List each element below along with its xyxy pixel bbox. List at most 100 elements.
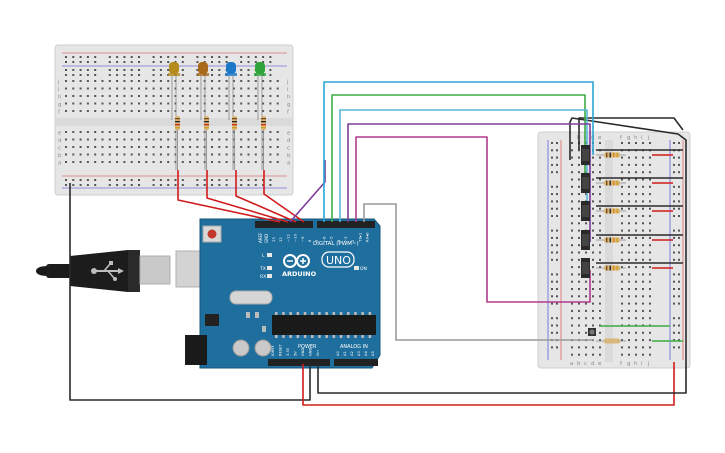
- analog-pin-label: A3: [357, 351, 361, 356]
- wire-cyan: [323, 81, 594, 222]
- bb-col-letter: j: [647, 135, 650, 141]
- resistor: [261, 116, 266, 170]
- bb-col-letter: a: [570, 361, 573, 367]
- bb-col-letter: f: [620, 135, 623, 141]
- power-pin-label: GND: [309, 348, 313, 356]
- rx-label: RX: [260, 274, 266, 280]
- bb-col-letter: g: [627, 135, 631, 141]
- bb-col-letter: i: [641, 135, 643, 141]
- bb-col-letter: e: [598, 135, 602, 141]
- pushbutton: [581, 145, 590, 165]
- bb-row-letter: j: [57, 80, 60, 86]
- analog-pin-label: A4: [364, 351, 368, 356]
- bb-col-letter: g: [627, 361, 631, 367]
- reset-button[interactable]: [202, 225, 222, 243]
- resistor: [596, 180, 626, 186]
- bb-col-letter: h: [634, 135, 638, 141]
- bb-col-letter: i: [641, 361, 643, 367]
- bb-row-letter: j: [286, 80, 289, 86]
- uno-badge: UNO: [321, 251, 355, 268]
- resistor: [596, 338, 626, 344]
- power-pin-label: 5V: [294, 351, 298, 356]
- pushbutton: [581, 258, 590, 278]
- digital-pin-label: ~9: [300, 236, 305, 242]
- bb-row-letter: c: [58, 146, 61, 152]
- digital-pin-label: 12: [278, 237, 283, 242]
- analog-pin-label: A1: [343, 351, 347, 356]
- bb-row-letter: g: [58, 102, 62, 108]
- usb-cable: [36, 250, 209, 292]
- wire-green: [331, 94, 586, 222]
- power-pin-label: IOREF: [271, 345, 275, 356]
- bb-row-letter: i: [287, 87, 289, 93]
- digital-pin-label: 4: [336, 239, 341, 242]
- pushbutton: [588, 328, 596, 336]
- pushbutton: [581, 173, 590, 193]
- bb-col-letter: h: [634, 361, 638, 367]
- bb-row-letter: a: [58, 161, 61, 167]
- bb-row-letter: i: [58, 87, 60, 93]
- wire-gnd-right: [317, 117, 687, 394]
- l-label: L: [262, 253, 265, 259]
- usb-icon: [91, 261, 124, 281]
- digital-pin-label: ~3: [343, 236, 348, 242]
- aref-label: AREF: [258, 232, 263, 243]
- wires: [69, 81, 687, 406]
- model-text: UNO: [326, 254, 351, 267]
- digital-pin-label: 7: [314, 239, 319, 242]
- led-green: [254, 62, 266, 170]
- power-pin-label: RESET: [279, 344, 283, 356]
- digital-pin-label: 8: [307, 239, 312, 242]
- pushbutton: [581, 230, 590, 250]
- bb-col-letter: b: [577, 361, 581, 367]
- bb-row-letter: f: [287, 110, 290, 116]
- wire-led3: [235, 170, 297, 223]
- wire-gray: [363, 203, 594, 341]
- resistor: [175, 116, 180, 170]
- bb-row-letter: e: [287, 131, 291, 137]
- bb-row-letter: d: [58, 138, 62, 144]
- bb-row-letter: d: [287, 138, 291, 144]
- bb-col-letter: e: [598, 361, 602, 367]
- digital-pin-label: RX◂0: [365, 232, 370, 242]
- digital-pin-label: 2: [350, 239, 355, 242]
- wire-magenta: [355, 136, 591, 303]
- power-pin-label: Vin: [316, 350, 320, 356]
- bb-col-letter: d: [591, 361, 595, 367]
- tx-label: TX: [259, 266, 266, 272]
- arduino-logo: ARDUINO: [282, 254, 317, 278]
- on-label: ON: [360, 266, 367, 272]
- resistor: [596, 152, 626, 158]
- led-group: [168, 62, 266, 170]
- pushbutton: [581, 201, 590, 221]
- brand-text: ARDUINO: [282, 270, 317, 278]
- digital-pin-label: ~10: [293, 233, 298, 242]
- power-label: POWER: [298, 344, 317, 350]
- resistor: [596, 265, 626, 271]
- analog-pin-label: A5: [371, 351, 375, 356]
- bb-row-letter: b: [287, 153, 291, 159]
- resistor: [204, 116, 209, 170]
- power-pin-label: 3.3V: [286, 347, 290, 356]
- resistor: [596, 208, 626, 214]
- analog-pin-label: A0: [336, 351, 340, 356]
- bb-row-letter: c: [287, 146, 290, 152]
- resistor: [232, 116, 237, 170]
- bb-row-letter: h: [58, 95, 62, 101]
- digital-label: DIGITAL (PWM~): [313, 241, 359, 247]
- bb-row-letter: b: [58, 153, 62, 159]
- wire-led1: [177, 170, 281, 223]
- wire-led2: [206, 170, 289, 223]
- wire-5v-bottom: [302, 362, 675, 406]
- bb-row-letter: h: [287, 95, 291, 101]
- gnd-label: GND: [264, 234, 269, 243]
- digital-pin-label: ~11: [285, 233, 290, 242]
- bb-col-letter: j: [647, 361, 650, 367]
- bb-col-letter: f: [620, 361, 623, 367]
- wire-led4: [263, 170, 305, 223]
- digital-pin-label: 13: [271, 237, 276, 242]
- analog-label: ANALOG IN: [340, 344, 368, 350]
